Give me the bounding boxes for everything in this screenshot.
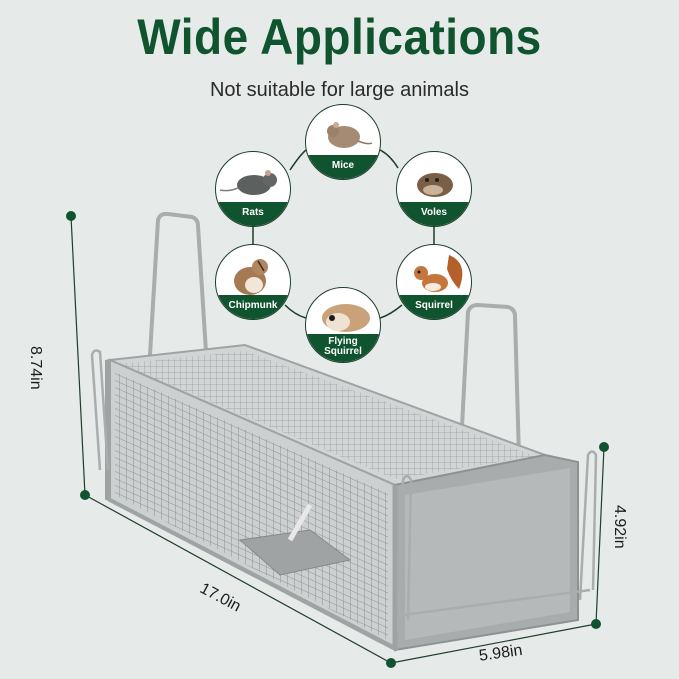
animal-label-line2: Squirrel [324,346,362,357]
dimension-dots [66,211,609,668]
animal-circle-chipmunk: Chipmunk [215,244,291,320]
animal-label: Chipmunk [216,295,290,319]
animal-circle-rats: Rats [215,151,291,227]
rat-icon [219,170,277,195]
cage-trap [90,211,598,652]
animal-label: Squirrel [397,295,471,319]
animal-label: Mice [306,155,380,179]
animal-circle-voles: Voles [396,151,472,227]
page-title: Wide Applications [137,9,542,65]
dimension-door-height-label: 4.92in [611,505,628,549]
animal-label: Voles [397,202,471,226]
mouse-icon [327,122,373,148]
vole-icon [417,173,453,197]
dimension-lines [70,215,605,664]
animal-label: Rats [216,202,290,226]
animal-label: Flying Squirrel [306,334,380,362]
page-subtitle: Not suitable for large animals [209,79,469,101]
animal-circle-mice: Mice [305,104,381,180]
dimension-height-label: 8.74in [27,346,44,390]
animal-label-line1: Flying [328,336,358,347]
animal-circle-squirrel: Squirrel [396,244,472,320]
animal-circle-flying-squirrel: Flying Squirrel [305,287,381,363]
squirrel-icon [414,255,463,292]
chipmunk-icon [234,259,268,295]
flying-squirrel-icon [322,304,370,332]
